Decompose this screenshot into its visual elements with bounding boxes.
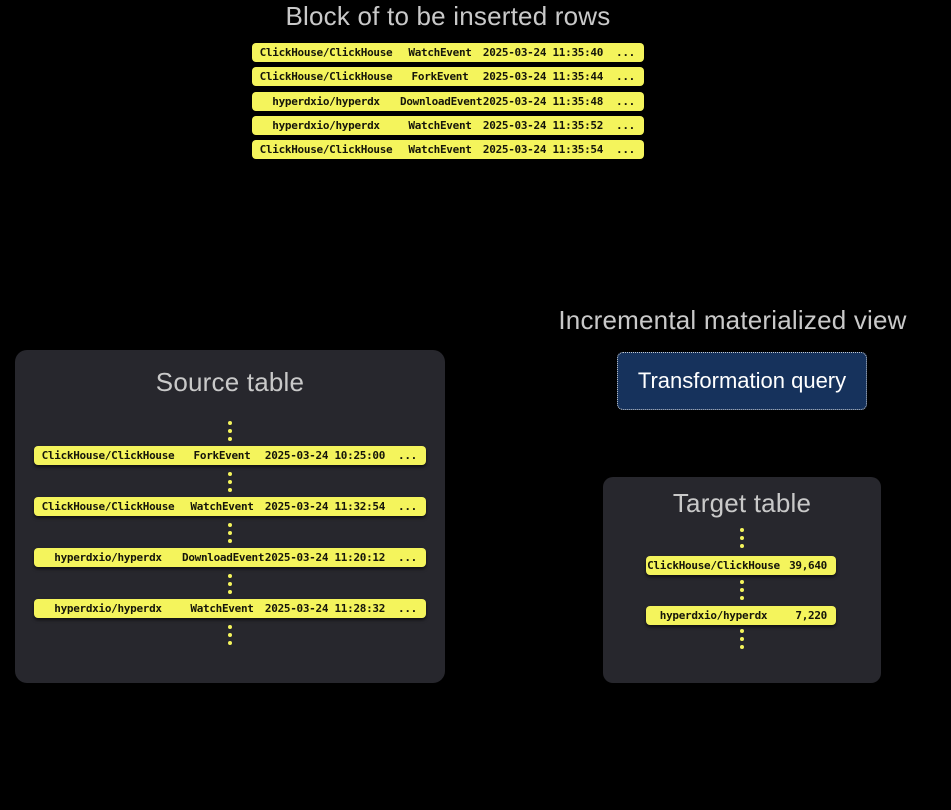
ellipsis-cell: ... [616,143,635,156]
source-table-panel: Source table ClickHouse/ClickHouse ForkE… [15,350,445,683]
source-row: hyperdxio/hyperdx WatchEvent 2025-03-24 … [34,599,426,618]
timestamp-cell: 2025-03-24 11:28:32 [264,602,386,615]
repo-cell: hyperdxio/hyperdx [272,95,380,108]
repo-cell: ClickHouse/ClickHouse [647,559,780,572]
timestamp-cell: 2025-03-24 11:20:12 [264,551,386,564]
insert-row: hyperdxio/hyperdx DownloadEvent 2025-03-… [252,92,644,111]
repo-cell: ClickHouse/ClickHouse [41,500,175,513]
insert-row: ClickHouse/ClickHouse WatchEvent 2025-03… [252,43,644,62]
timestamp-cell: 2025-03-24 11:32:54 [264,500,386,513]
event-cell: WatchEvent [408,143,472,156]
target-row: ClickHouse/ClickHouse 39,640 [646,556,836,575]
repo-cell: ClickHouse/ClickHouse [259,143,393,156]
event-cell: WatchEvent [190,500,254,513]
source-row: ClickHouse/ClickHouse ForkEvent 2025-03-… [34,446,426,465]
ellipsis-dots [740,580,744,600]
transformation-query-label: Transformation query [637,368,847,393]
event-cell: WatchEvent [190,602,254,615]
ellipsis-dots [740,629,744,649]
target-row: hyperdxio/hyperdx 7,220 [646,606,836,625]
ellipsis-dots [228,625,232,645]
ellipsis-dots [228,421,232,441]
ellipsis-dots [228,574,232,594]
repo-cell: hyperdxio/hyperdx [54,551,162,564]
timestamp-cell: 2025-03-24 11:35:44 [482,70,604,83]
event-cell: DownloadEvent [400,95,483,108]
event-cell: WatchEvent [408,46,472,59]
insert-block-title: Block of to be inserted rows [285,1,611,31]
event-cell: WatchEvent [408,119,472,132]
count-cell: 7,220 [795,609,827,622]
source-row: ClickHouse/ClickHouse WatchEvent 2025-03… [34,497,426,516]
ellipsis-cell: ... [616,119,635,132]
target-table-panel: Target table ClickHouse/ClickHouse 39,64… [603,477,881,683]
event-cell: ForkEvent [411,70,469,83]
target-table-title: Target table [672,488,812,518]
insert-row: ClickHouse/ClickHouse ForkEvent 2025-03-… [252,67,644,86]
ellipsis-cell: ... [616,70,635,83]
ellipsis-cell: ... [398,551,417,564]
repo-cell: hyperdxio/hyperdx [659,609,768,622]
repo-cell: ClickHouse/ClickHouse [259,70,393,83]
timestamp-cell: 2025-03-24 10:25:00 [264,449,386,462]
insert-row: hyperdxio/hyperdx WatchEvent 2025-03-24 … [252,116,644,135]
timestamp-cell: 2025-03-24 11:35:54 [482,143,604,156]
ellipsis-cell: ... [616,95,635,108]
repo-cell: hyperdxio/hyperdx [272,119,380,132]
repo-cell: ClickHouse/ClickHouse [259,46,393,59]
event-cell: DownloadEvent [182,551,265,564]
ellipsis-dots [740,528,744,548]
timestamp-cell: 2025-03-24 11:35:48 [482,95,604,108]
source-table-title: Source table [155,367,305,397]
ellipsis-cell: ... [398,602,417,615]
repo-cell: ClickHouse/ClickHouse [41,449,175,462]
source-row: hyperdxio/hyperdx DownloadEvent 2025-03-… [34,548,426,567]
materialized-view-title: Incremental materialized view [558,305,907,335]
count-cell: 39,640 [789,559,827,572]
ellipsis-cell: ... [616,46,635,59]
ellipsis-cell: ... [398,500,417,513]
timestamp-cell: 2025-03-24 11:35:52 [482,119,604,132]
ellipsis-dots [228,472,232,492]
insert-row: ClickHouse/ClickHouse WatchEvent 2025-03… [252,140,644,159]
ellipsis-dots [228,523,232,543]
ellipsis-cell: ... [398,449,417,462]
repo-cell: hyperdxio/hyperdx [54,602,162,615]
event-cell: ForkEvent [193,449,251,462]
transformation-query-button[interactable]: Transformation query [617,352,867,410]
timestamp-cell: 2025-03-24 11:35:40 [482,46,604,59]
